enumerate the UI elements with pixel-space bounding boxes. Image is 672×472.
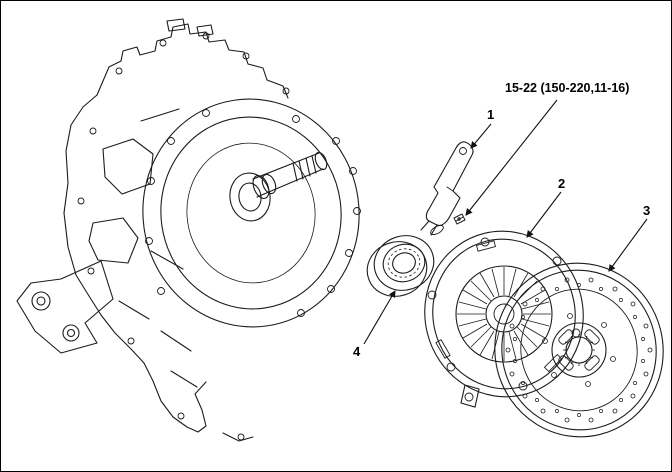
torque-leader-line [465,99,558,216]
input-shaft-drawing [252,151,328,199]
callout-2-label: 2 [558,176,566,191]
callout-3-label: 3 [643,203,651,218]
callout-1-leader-line [470,123,492,149]
release-fork-drawing [420,141,474,236]
clutch-disc-drawing [494,262,664,438]
transaxle-housing-drawing [16,18,361,442]
release-bearing-drawing [366,235,435,297]
callout-4-label: 4 [353,344,361,359]
callout-3-leader-line [608,218,648,272]
fork-bolt-drawing [453,213,466,225]
callout-1-label: 1 [487,107,495,122]
torque-spec-label: 15-22 (150-220,11-16) [505,81,630,95]
callout-4-leader-line [363,290,396,345]
callout-leader-lines [363,99,648,345]
callout-2-leader-line [526,191,562,238]
